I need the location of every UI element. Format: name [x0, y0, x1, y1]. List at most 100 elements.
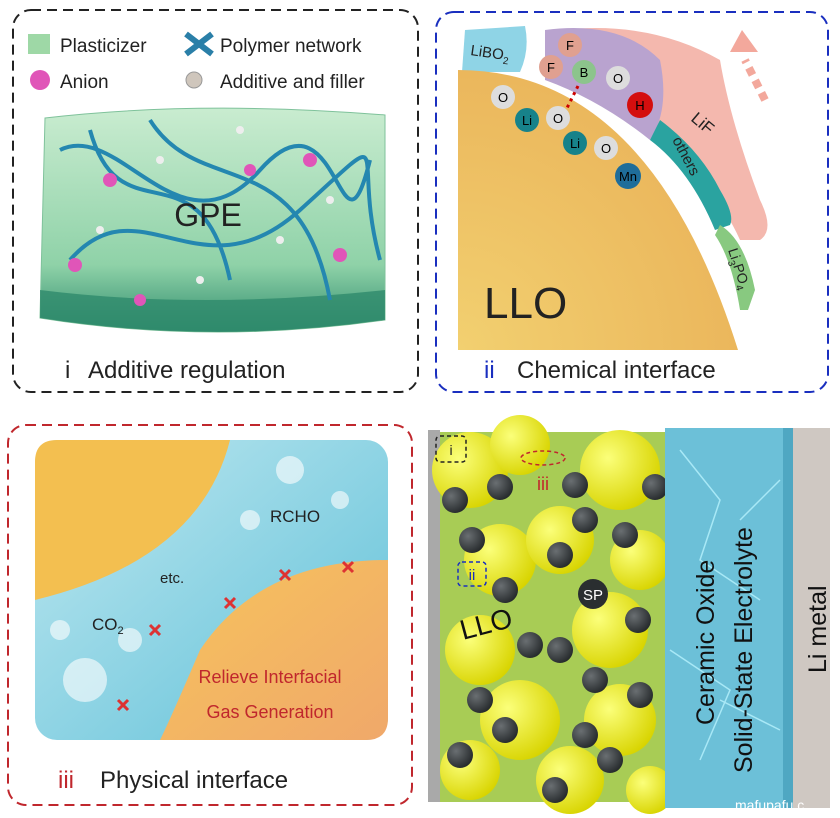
legend-anion: Anion — [60, 72, 109, 93]
relieve-line-2: Gas Generation — [206, 702, 333, 722]
lower-particle — [160, 560, 388, 740]
llo-particles — [432, 415, 674, 814]
carbon-sphere — [612, 522, 638, 548]
marker-iii: iii — [537, 474, 549, 494]
carbon-sphere — [582, 667, 608, 693]
current-collector — [428, 430, 440, 802]
atom-h: H — [627, 92, 653, 118]
llo-sphere — [626, 766, 674, 814]
panel-chemical-interface: LiBO2 LiF others Li3PO4 F F B O H O Li O… — [435, 11, 829, 393]
svg-text:F: F — [566, 38, 574, 53]
svg-text:B: B — [580, 65, 589, 80]
electrolyte-label-line-2: Solid-State Electrolyte — [730, 527, 758, 773]
carbon-sphere — [442, 487, 468, 513]
svg-text:O: O — [601, 141, 611, 156]
panel-iii-frame — [7, 424, 413, 806]
blocked-gas-x-icons — [116, 560, 355, 712]
carbon-sphere — [487, 474, 513, 500]
additive-filler-icon — [185, 71, 203, 89]
carbon-sphere — [642, 474, 668, 500]
panel-i-frame — [12, 9, 419, 393]
atom-f: F — [539, 55, 563, 79]
ceramic-electrolyte-layer — [665, 428, 783, 808]
carbon-sphere — [492, 717, 518, 743]
svg-text:O: O — [553, 111, 563, 126]
carbon-sphere — [625, 607, 651, 633]
upper-particle — [35, 440, 230, 600]
gpe-block-illustration — [39, 107, 386, 333]
carbon-sphere — [572, 507, 598, 533]
legend-plasticizer: Plasticizer — [60, 36, 147, 57]
carbon-sphere — [562, 472, 588, 498]
svg-text:O: O — [498, 90, 508, 105]
llo-sphere — [490, 415, 550, 475]
svg-text:F: F — [547, 60, 555, 75]
watermark: mafupafu.c — [735, 797, 804, 813]
llo-sphere — [580, 430, 660, 510]
co2-label: CO2 — [92, 615, 124, 637]
panel-additive-regulation: Plasticizer Polymer network Anion Additi… — [12, 9, 419, 393]
llo-sphere — [480, 680, 560, 760]
carbon-sphere — [627, 682, 653, 708]
panel-ii-frame — [435, 11, 829, 393]
libo2-layer — [462, 26, 527, 72]
panel-iii-numeral: iii — [58, 767, 74, 794]
marker-i: i — [449, 442, 452, 458]
atom-o: O — [606, 66, 630, 90]
gas-bubbles — [50, 456, 349, 702]
li-metal-label: Li metal — [804, 585, 832, 673]
carbon-sphere — [459, 527, 485, 553]
llo-sphere — [445, 615, 515, 685]
llo-label: LLO — [484, 279, 567, 328]
panel-iii-caption: Physical interface — [100, 767, 288, 794]
atom-li: Li — [563, 131, 587, 155]
panel-cell-schematic: i iii ii LLO SP Ceramic Oxide Solid-Stat… — [428, 415, 832, 814]
carbon-sphere — [547, 542, 573, 568]
atom-f: F — [558, 33, 582, 57]
carbon-sphere — [542, 777, 568, 803]
atom-o: O — [491, 85, 515, 109]
marker-i-box — [435, 435, 467, 463]
libo2-label: LiBO2 — [469, 42, 511, 67]
rcho-label: RCHO — [270, 507, 320, 526]
atom-o: O — [594, 136, 618, 160]
polymer-network-icon — [184, 31, 214, 57]
svg-text:O: O — [613, 71, 623, 86]
marker-iii-ellipse — [520, 450, 566, 466]
relieve-line-1: Relieve Interfacial — [198, 667, 341, 687]
carbon-sphere — [492, 577, 518, 603]
panel-ii-caption: Chemical interface — [517, 357, 716, 384]
llo-sphere — [536, 746, 604, 814]
sp-particle — [578, 579, 608, 609]
llo-particle — [458, 70, 738, 350]
legend-polymer-network: Polymer network — [220, 36, 362, 57]
others-layer — [650, 120, 732, 230]
electrolyte-label-line-1: Ceramic Oxide — [692, 560, 720, 725]
li3po4-label: Li3PO4 — [721, 246, 753, 293]
carbon-sphere — [447, 742, 473, 768]
svg-text:Li: Li — [570, 136, 580, 151]
anion-icon — [30, 70, 50, 90]
panel-ii-numeral: ii — [484, 357, 495, 384]
svg-text:H: H — [635, 98, 644, 113]
panel-i-caption: Additive regulation — [88, 357, 285, 384]
gpe-label: GPE — [174, 197, 242, 233]
carbon-sphere — [517, 632, 543, 658]
dotted-arrow-icon — [730, 30, 769, 102]
legend-additive-filler: Additive and filler — [220, 72, 365, 93]
panel-i-numeral: i — [65, 357, 70, 384]
etc-label: etc. — [160, 570, 184, 587]
marker-ii-box — [457, 561, 487, 587]
panel-physical-interface: RCHO etc. CO2 Relieve Interfacial Gas Ge… — [7, 424, 413, 806]
svg-text:Mn: Mn — [619, 169, 637, 184]
svg-text:Li: Li — [522, 113, 532, 128]
carbon-sphere — [467, 687, 493, 713]
plasticizer-swatch-icon — [28, 34, 50, 54]
carbon-sphere — [597, 747, 623, 773]
carbon-sphere — [572, 722, 598, 748]
marker-ii: ii — [469, 567, 476, 584]
li-metal-layer — [793, 428, 830, 808]
atom-b: B — [572, 60, 596, 84]
li3po4-layer — [715, 225, 755, 310]
